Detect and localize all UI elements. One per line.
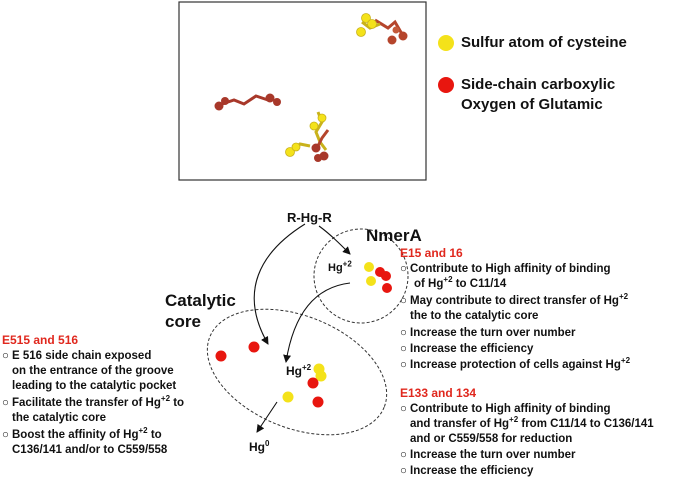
oxygen-atom xyxy=(392,26,400,34)
oxygen-atom xyxy=(248,341,260,353)
legend-oxygen-label-line2: Oxygen of Glutamic xyxy=(461,96,603,113)
hg2-core-label: Hg+2 xyxy=(286,363,312,379)
catalytic-core-label-line1: Catalytic xyxy=(165,291,236,310)
legend-sulfur-dot xyxy=(438,35,454,51)
e515-bullet-1-cont2: leading to the catalytic pocket xyxy=(12,380,177,392)
arrow-rhgr-to-core xyxy=(253,223,306,345)
residue-cluster-top-right xyxy=(356,13,408,45)
oxygen-atom xyxy=(265,93,275,103)
sulfur-atom xyxy=(361,13,371,23)
legend-oxygen-label-line1: Side-chain carboxylic xyxy=(461,76,616,93)
sulfur-atom xyxy=(366,276,376,286)
nmera-label: NmerA xyxy=(366,226,422,245)
sulfur-atom xyxy=(356,27,366,37)
arrow-rhgr-to-nmera xyxy=(318,225,351,255)
catalytic-core-outline xyxy=(206,308,388,436)
e515-bullet-3: ○Boost the affinity of Hg+2 to xyxy=(2,426,162,441)
e15-bullet-4: ○Increase the efficiency xyxy=(400,343,534,355)
legend-oxygen-dot xyxy=(438,77,454,93)
e515-bullet-1: ○E 516 side chain exposed xyxy=(2,350,152,362)
oxygen-atom xyxy=(382,283,392,293)
sulfur-atom xyxy=(282,391,294,403)
oxygen-atom xyxy=(311,143,321,153)
e515-bullet-3-cont: C136/141 and/or to C559/558 xyxy=(12,444,168,456)
e133-bullet-3: ○Increase the efficiency xyxy=(400,465,534,477)
nmera-domain-outline xyxy=(313,228,409,324)
legend-sulfur-label: Sulfur atom of cysteine xyxy=(461,34,627,51)
e15-bullet-2-cont: the to the catalytic core xyxy=(410,310,539,322)
oxygen-atom xyxy=(215,350,227,362)
oxygen-atom xyxy=(387,35,397,45)
arrow-nmera-to-core xyxy=(283,282,351,363)
oxygen-atom xyxy=(273,98,281,106)
e15-bullet-2: ○May contribute to direct transfer of Hg… xyxy=(400,292,629,307)
sulfur-atom xyxy=(315,370,327,382)
rhgr-label: R-Hg-R xyxy=(287,210,332,225)
sulfur-atom xyxy=(317,113,327,123)
oxygen-atom xyxy=(312,396,324,408)
sulfur-atom xyxy=(367,19,377,29)
e133-bullet-1-cont2: and or C559/558 for reduction xyxy=(410,433,573,445)
e15-title: E15 and 16 xyxy=(400,246,463,260)
structure-panel-frame xyxy=(178,1,427,181)
oxygen-atom xyxy=(307,377,319,389)
e133-bullet-1: ○Contribute to High affinity of binding xyxy=(400,403,611,415)
e515-bullet-1-cont: on the entrance of the groove xyxy=(12,365,174,377)
e15-bullet-5: ○Increase protection of cells against Hg… xyxy=(400,356,631,371)
sulfur-atom xyxy=(364,262,374,272)
hg2-nmera-label: Hg+2 xyxy=(328,259,352,274)
catalytic-core-label-line2: core xyxy=(165,312,201,331)
e133-bullet-1-cont: and transfer of Hg+2 from C11/14 to C136… xyxy=(410,415,654,430)
e15-bullet-1-cont: of Hg+2 to C11/14 xyxy=(414,275,507,290)
oxygen-atom xyxy=(221,97,229,105)
arrow-core-to-hg0 xyxy=(256,401,278,433)
residue-cluster-left xyxy=(214,93,281,111)
hg0-label: Hg0 xyxy=(249,439,270,455)
e515-title: E515 and 516 xyxy=(2,333,79,347)
oxygen-atom xyxy=(381,271,391,281)
e515-bullet-2-cont: the catalytic core xyxy=(12,412,106,424)
sulfur-atom xyxy=(285,147,295,157)
e15-bullet-1: ○Contribute to High affinity of binding xyxy=(400,263,611,275)
sulfur-atom xyxy=(291,142,301,152)
e133-bullet-2: ○Increase the turn over number xyxy=(400,449,576,461)
sulfur-atom xyxy=(309,121,319,131)
oxygen-atom xyxy=(214,101,224,111)
e515-bullet-2: ○Facilitate the transfer of Hg+2 to xyxy=(2,394,185,409)
oxygen-atom xyxy=(314,154,322,162)
e15-bullet-3: ○Increase the turn over number xyxy=(400,327,576,339)
oxygen-atom xyxy=(398,31,408,41)
residue-cluster-bottom xyxy=(285,111,330,162)
e133-title: E133 and 134 xyxy=(400,386,477,400)
